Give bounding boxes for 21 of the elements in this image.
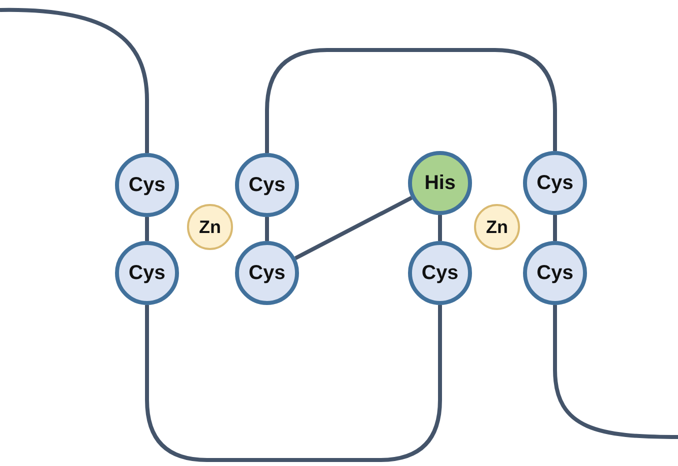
chain-line	[145, 305, 442, 462]
chain-line	[145, 217, 149, 241]
residue-label: Cys	[536, 172, 574, 194]
chain-line	[0, 8, 149, 153]
residue-label: Zn	[486, 216, 508, 238]
chain-line	[265, 217, 269, 241]
residue-label: Cys	[128, 174, 166, 196]
chain-line	[294, 196, 413, 260]
zinc-ion-circle	[187, 204, 233, 250]
chain-line	[438, 215, 442, 241]
residue-label: Cys	[248, 262, 286, 284]
residue-label: Cys	[536, 262, 574, 284]
chain-line	[553, 305, 678, 439]
residue-label: Zn	[199, 216, 221, 238]
chain-line	[553, 215, 557, 241]
residue-label: Cys	[128, 262, 166, 284]
residue-label: Cys	[248, 174, 286, 196]
zinc-ion-circle	[474, 204, 520, 250]
chain-line	[265, 48, 557, 153]
residue-label: His	[424, 172, 456, 194]
residue-label: Cys	[422, 262, 458, 284]
